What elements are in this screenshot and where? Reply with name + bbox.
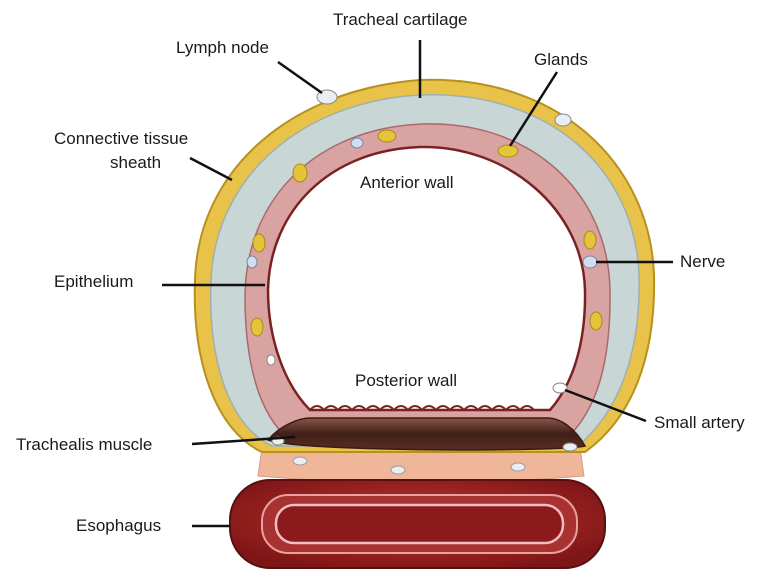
label-trachealis-muscle: Trachealis muscle xyxy=(16,435,152,455)
label-epithelium: Epithelium xyxy=(54,272,133,292)
label-small-artery: Small artery xyxy=(654,413,745,433)
label-lymph-node: Lymph node xyxy=(176,38,269,58)
band-vessel xyxy=(293,457,307,465)
trachealis-muscle-shape xyxy=(268,418,585,450)
leader-connective-tissue xyxy=(190,158,232,180)
vessel xyxy=(351,138,363,148)
label-nerve: Nerve xyxy=(680,252,725,272)
label-connective-tissue-line2: sheath xyxy=(110,153,161,173)
vessel xyxy=(247,256,257,268)
label-tracheal-cartilage: Tracheal cartilage xyxy=(333,10,468,30)
band-vessel xyxy=(391,466,405,474)
vessel xyxy=(563,443,577,451)
gland xyxy=(378,130,396,142)
gland xyxy=(584,231,596,249)
label-glands: Glands xyxy=(534,50,588,70)
gland xyxy=(590,312,602,330)
label-posterior-wall: Posterior wall xyxy=(355,371,457,391)
label-connective-tissue-line1: Connective tissue xyxy=(54,129,188,149)
label-esophagus: Esophagus xyxy=(76,516,161,536)
submucosal-tissue-band xyxy=(258,448,584,483)
esophagus-lumen xyxy=(276,505,563,543)
vessel xyxy=(555,114,571,126)
label-anterior-wall: Anterior wall xyxy=(360,173,454,193)
leader-lymph-node xyxy=(278,62,322,93)
vessel xyxy=(583,256,597,268)
gland xyxy=(253,234,265,252)
band-vessel xyxy=(511,463,525,471)
gland xyxy=(251,318,263,336)
small-artery-shape xyxy=(553,383,567,393)
vessel xyxy=(267,355,275,365)
gland xyxy=(293,164,307,182)
gland xyxy=(498,145,518,157)
